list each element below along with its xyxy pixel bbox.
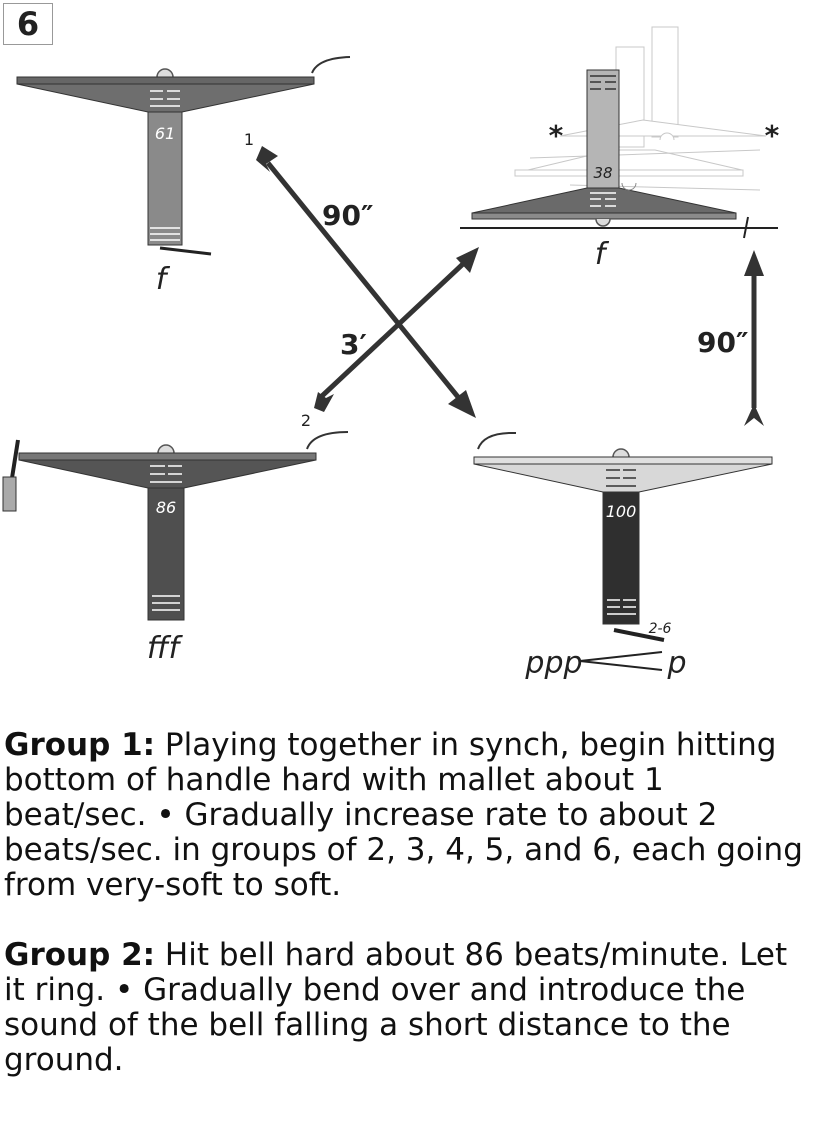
asterisk-right: * xyxy=(765,119,780,152)
group-1-heading: Group 1: xyxy=(4,727,156,763)
dynamic-p: p xyxy=(666,646,686,681)
crescendo-hairpin xyxy=(579,651,663,671)
arrow-2-duration: 3′ xyxy=(340,328,367,361)
arrow-1-label: 1 xyxy=(244,130,254,149)
instructions: Group 1: Playing together in synch, begi… xyxy=(4,728,814,1113)
group-1-text: Playing together in synch, begin hitting… xyxy=(4,727,803,903)
dynamic-f-top-left: f xyxy=(156,262,171,297)
arrow-right-duration: 90″ xyxy=(697,326,748,359)
bell-number-100: 100 xyxy=(606,502,637,521)
group-label-2-6: 2-6 xyxy=(649,621,672,637)
arrow-2-label: 2 xyxy=(301,411,311,430)
bell-top-right: * * 38 f xyxy=(460,26,780,272)
bell-number-86: 86 xyxy=(156,498,176,517)
dynamic-fff: fff xyxy=(147,631,184,666)
bell-top-left: 61 f xyxy=(16,56,351,297)
bell-bottom-right: 100 2-6 ppp p xyxy=(473,431,773,681)
arrow-right: 90″ xyxy=(697,250,764,426)
bell-number-61: 61 xyxy=(155,124,175,143)
arrow-group-1: 1 90″ xyxy=(244,130,476,418)
performance-diagram: 61 f 86 fff * xyxy=(2,26,780,681)
bell-bottom-left: 86 fff xyxy=(2,431,349,666)
group-2-text: Hit bell hard about 86 beats/minute. Let… xyxy=(4,937,788,1078)
asterisk-left: * xyxy=(549,119,564,152)
arrow-1-duration: 90″ xyxy=(322,199,373,232)
page-number: 6 xyxy=(3,3,53,45)
bell-number-38: 38 xyxy=(593,164,612,182)
group-1-instructions: Group 1: Playing together in synch, begi… xyxy=(4,728,814,903)
arrow-group-2: 2 3′ xyxy=(301,247,479,430)
dynamic-f-top-right: f xyxy=(595,237,610,272)
dynamic-ppp: ppp xyxy=(524,646,582,681)
group-2-heading: Group 2: xyxy=(4,937,156,973)
group-2-instructions: Group 2: Hit bell hard about 86 beats/mi… xyxy=(4,938,814,1078)
